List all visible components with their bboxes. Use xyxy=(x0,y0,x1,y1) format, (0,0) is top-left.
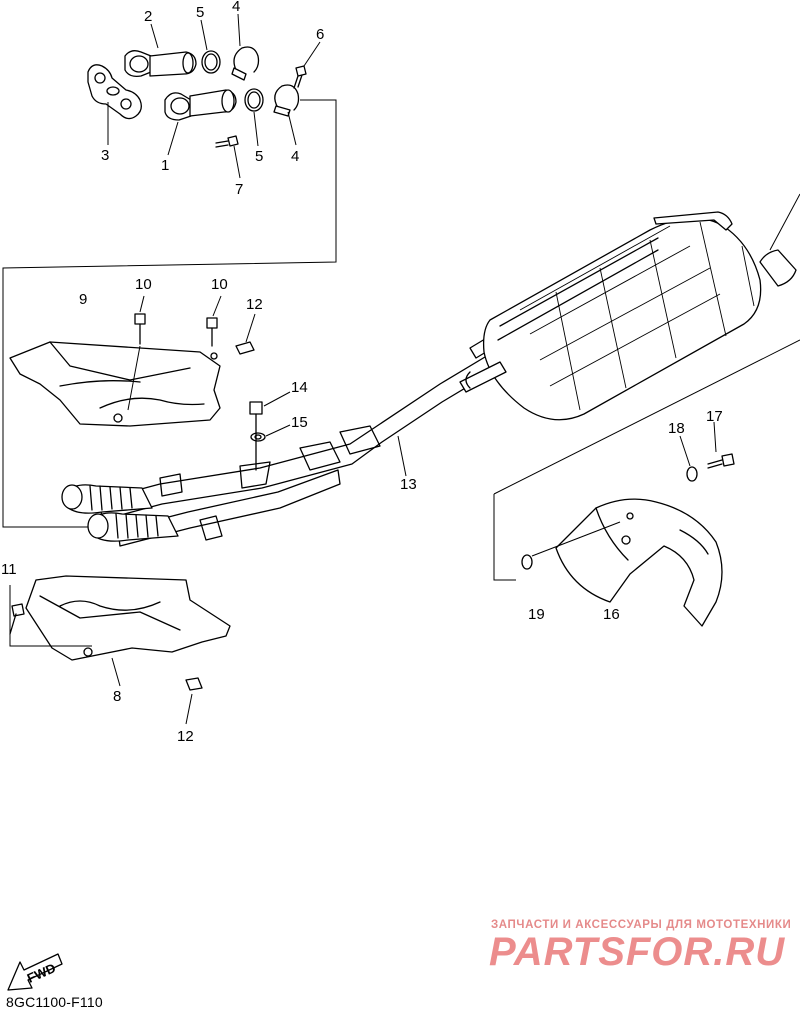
part-4-clamp-lower xyxy=(273,84,300,117)
callout-3: 3 xyxy=(101,147,109,164)
diagram-code: 8GC1100-F110 xyxy=(6,994,103,1010)
callout-4-lower: 4 xyxy=(291,148,299,165)
callout-16: 16 xyxy=(603,606,620,623)
muffler-body xyxy=(459,193,800,421)
callout-6: 6 xyxy=(316,26,324,43)
part-4-clamp-upper xyxy=(231,46,260,81)
callout-12-upper: 12 xyxy=(246,296,263,313)
group-bracket-lines xyxy=(2,99,337,528)
callout-5-lower: 5 xyxy=(255,148,263,165)
part-1-exhaust-pipe-lower xyxy=(164,89,237,121)
fwd-arrow-icon: FWD xyxy=(7,953,63,991)
callout-14: 14 xyxy=(291,379,308,396)
callout-7: 7 xyxy=(235,181,243,198)
callout-9: 9 xyxy=(79,291,87,308)
muffler-diagonal-line xyxy=(493,339,800,581)
muffler-guard-grid xyxy=(519,221,755,411)
part-12-nut-upper xyxy=(235,341,255,355)
part-12-nut-lower xyxy=(185,677,203,691)
callout-19: 19 xyxy=(528,606,545,623)
part-5-gasket-upper xyxy=(201,50,221,74)
part-5-gasket-lower xyxy=(244,88,264,112)
part-10-bolt-right xyxy=(206,317,218,347)
part-11-bolt xyxy=(9,603,25,635)
callout-5-upper: 5 xyxy=(196,4,204,21)
callout-18: 18 xyxy=(668,420,685,437)
flex-joint-lower xyxy=(87,512,179,542)
callout-10-left: 10 xyxy=(135,276,152,293)
watermark-brand: PARTSFOR.RU xyxy=(489,930,786,974)
part-14-bolt xyxy=(249,401,263,471)
part-19-washer xyxy=(521,554,533,570)
watermark-tagline: ЗАПЧАСТИ И АКСЕССУАРЫ ДЛЯ МОТОТЕХНИКИ xyxy=(491,919,792,931)
part-6-bolt xyxy=(293,65,307,89)
part-7-bolt xyxy=(215,135,239,148)
callout-1: 1 xyxy=(161,157,169,174)
part-10-bolt-left xyxy=(134,313,146,345)
callout-12-lower: 12 xyxy=(177,728,194,745)
part-18-washer xyxy=(686,466,698,482)
callout-4-upper: 4 xyxy=(232,0,240,15)
part-9-heat-protector xyxy=(9,341,221,427)
leader-lines-top xyxy=(107,13,321,179)
callout-15: 15 xyxy=(291,414,308,431)
part-17-bolt xyxy=(707,453,735,469)
callout-11: 11 xyxy=(1,561,17,578)
callout-2: 2 xyxy=(144,8,152,25)
fwd-label: FWD xyxy=(25,960,58,986)
callout-8: 8 xyxy=(113,688,121,705)
flex-joint-upper xyxy=(61,484,153,514)
callout-10-right: 10 xyxy=(211,276,228,293)
part-16-muffler-protector xyxy=(555,498,723,627)
callout-17: 17 xyxy=(706,408,723,425)
part-3-flange-plate xyxy=(87,64,142,120)
part-2-exhaust-pipe-upper xyxy=(124,50,197,78)
part-8-heat-protector-lower xyxy=(25,575,231,661)
part-15-washer xyxy=(250,432,266,442)
callout-13: 13 xyxy=(400,476,417,493)
